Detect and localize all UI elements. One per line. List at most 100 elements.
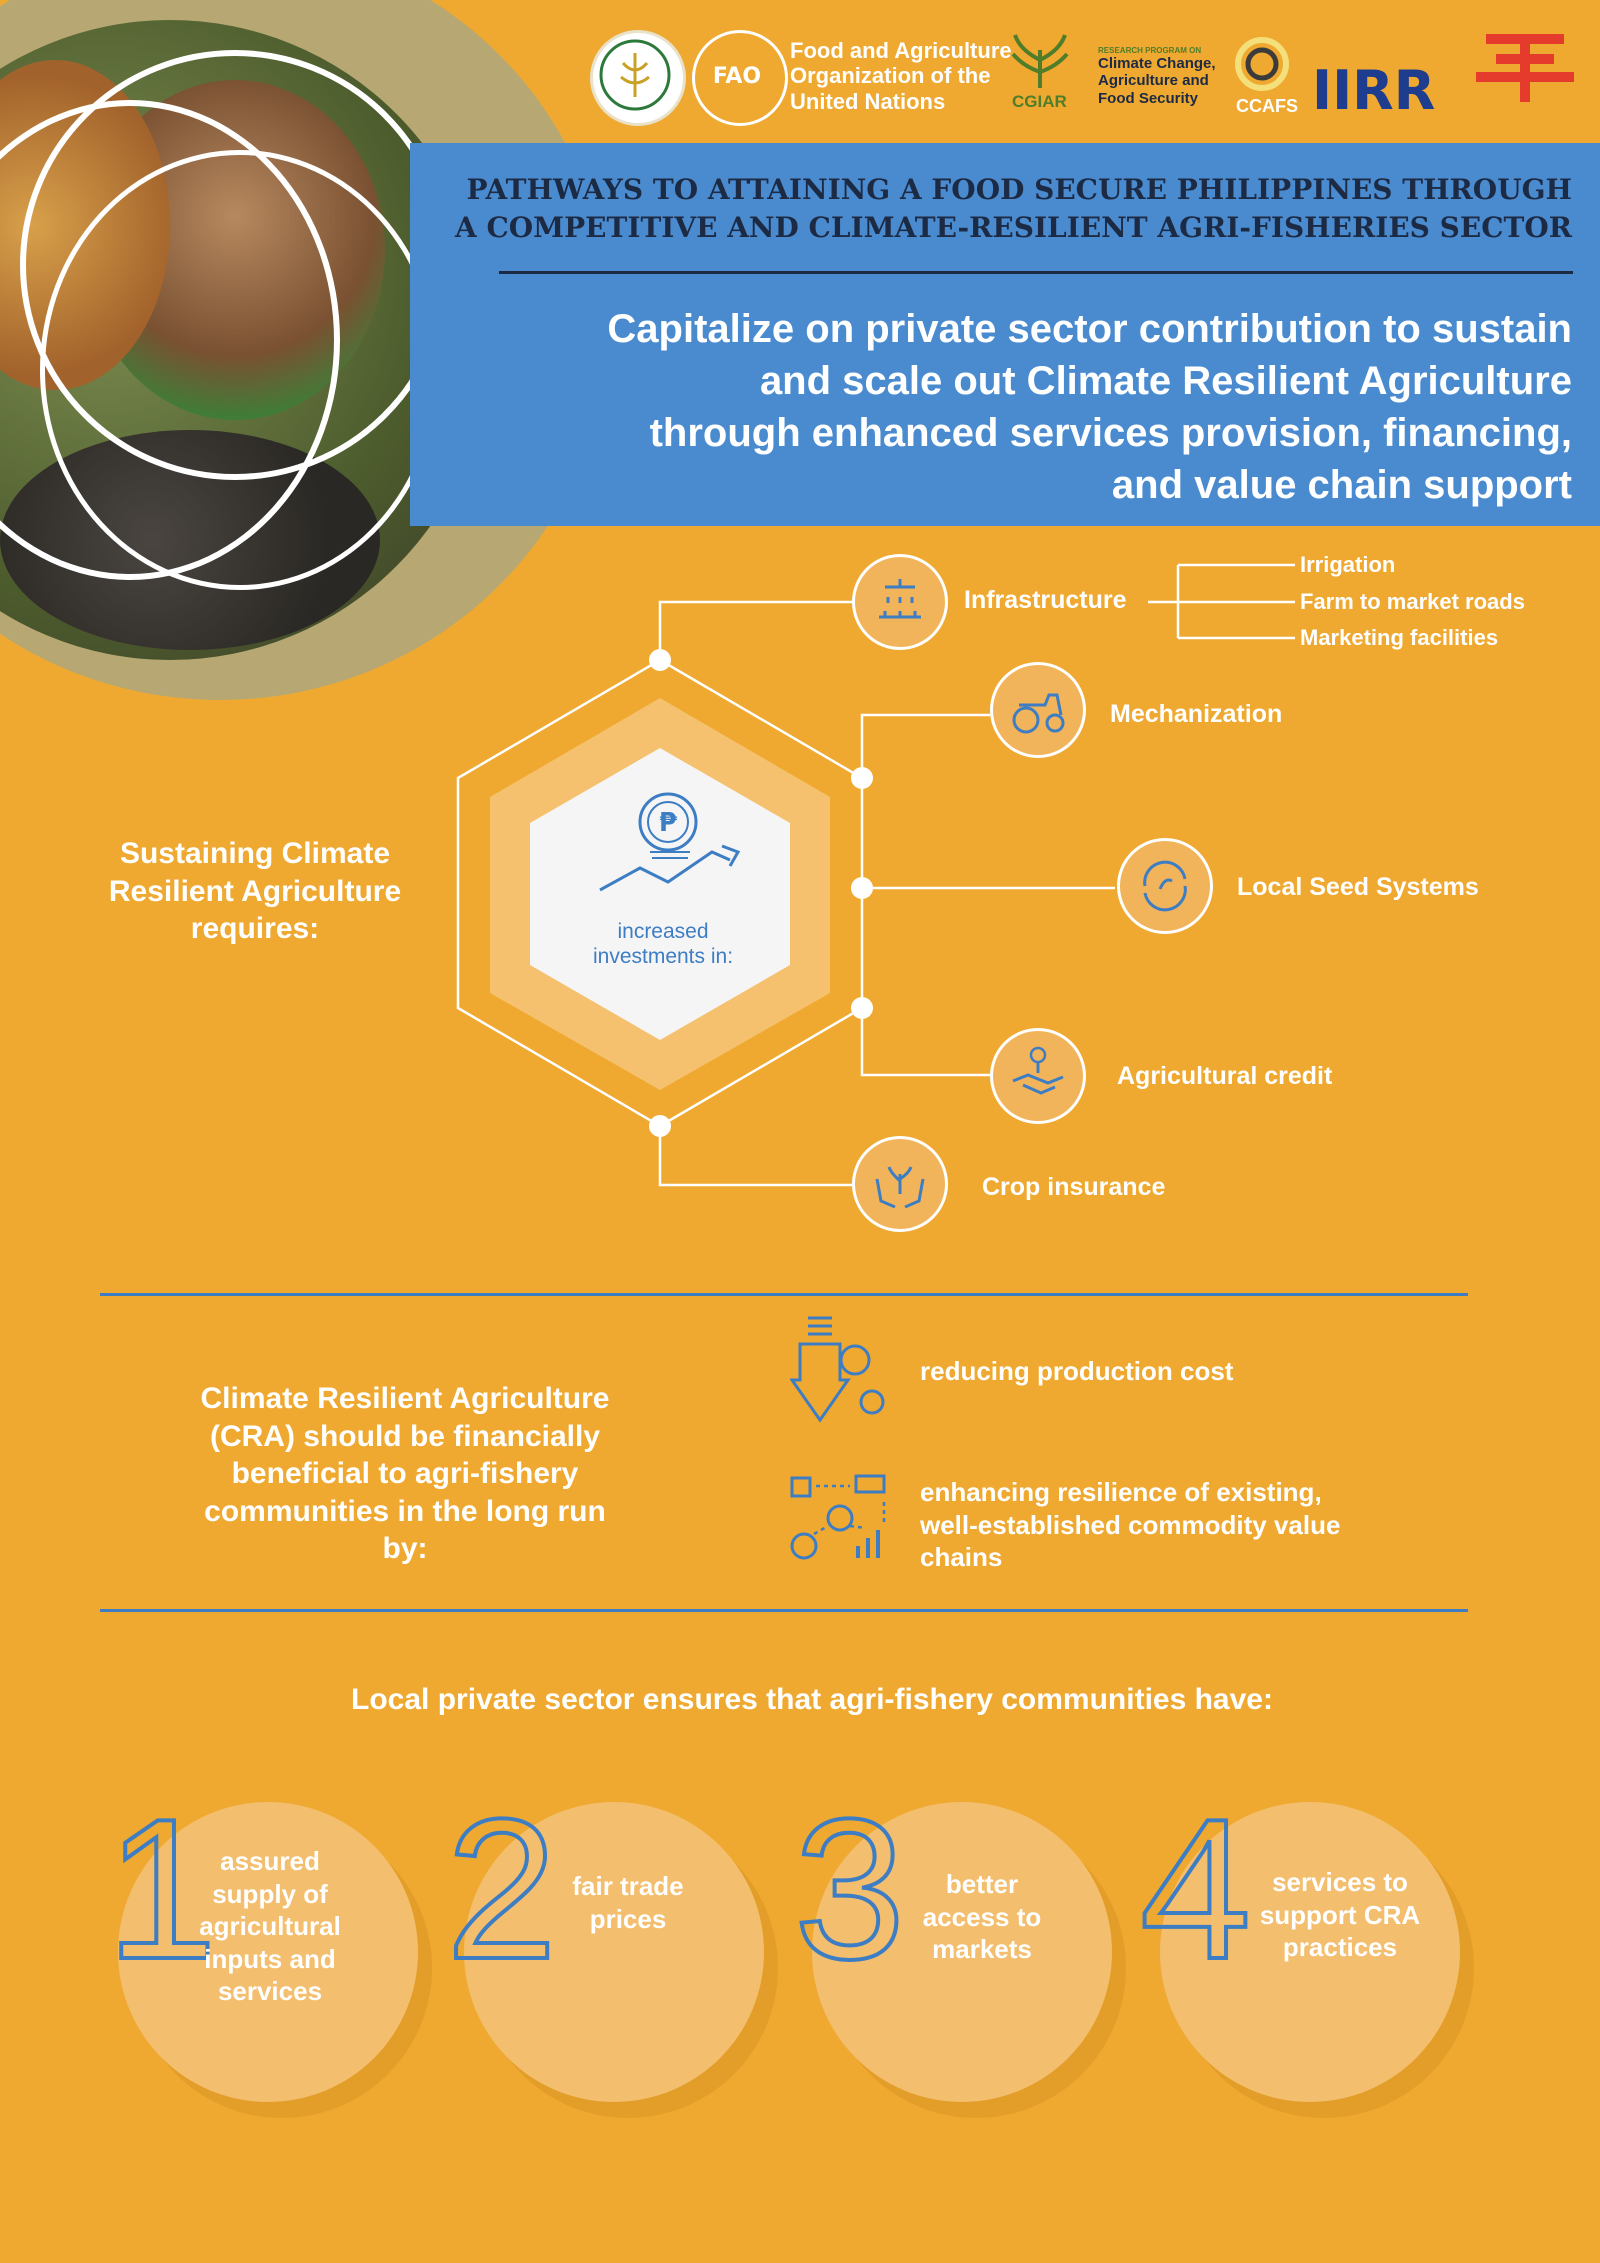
- item4-line3: practices: [1282, 1932, 1398, 1962]
- trend-arrow-icon: [599, 844, 741, 892]
- ccafs-swirl-icon: [1235, 37, 1289, 91]
- investment-insurance: Crop insurance: [982, 1173, 1166, 1201]
- node-top: [649, 649, 671, 671]
- investment-mechanization: Mechanization: [1110, 700, 1283, 728]
- investment-infrastructure: Infrastructure: [964, 586, 1127, 614]
- item4-line1: services to: [1272, 1867, 1408, 1897]
- private-sector-item-3: [812, 1802, 1112, 2102]
- department-of-agriculture-logo: [590, 30, 686, 126]
- connector-infra-sub: [1148, 563, 1295, 640]
- credit-icon-circle: [990, 1028, 1086, 1124]
- cra-line3: beneficial to agri-fishery: [231, 1457, 579, 1490]
- item-label-2: fair trade prices: [528, 1870, 728, 1935]
- item1-line3: agricultural: [199, 1911, 341, 1941]
- connector-credit: [860, 1008, 990, 1077]
- private-sector-heading: Local private sector ensures that agri-f…: [351, 1683, 1273, 1716]
- item2-line1: fair trade: [572, 1871, 684, 1901]
- item-label-4: services to support CRA practices: [1230, 1866, 1450, 1964]
- subtitle-line4: and value chain support: [1111, 463, 1572, 507]
- seed-cycle-icon: [1143, 860, 1187, 912]
- svg-text:₱: ₱: [659, 808, 678, 838]
- investment-credit: Agricultural credit: [1117, 1062, 1333, 1090]
- node-bottom-right: [851, 997, 873, 1019]
- infra-sub-irrigation: Irrigation: [1300, 552, 1396, 577]
- peso-coin-icon: ₱: [638, 792, 698, 859]
- item-number-2: 2: [444, 1778, 559, 2001]
- item-number-3: 3: [792, 1778, 907, 2001]
- item1-line2: supply of: [212, 1878, 328, 1909]
- iirr-label: IIRR: [1312, 59, 1436, 122]
- cra-line2: (CRA) should be financially: [209, 1419, 601, 1453]
- item-label-1: assured supply of agricultural inputs an…: [170, 1845, 370, 2008]
- ccafs-line3: Food Security: [1098, 89, 1199, 107]
- benefit-value-chains: enhancing resilience of existing, well-e…: [920, 1476, 1340, 1574]
- ccafs-line2: Agriculture and: [1098, 72, 1209, 90]
- subtitle-line3: through enhanced services provision, fin…: [649, 411, 1572, 455]
- divider-top: [100, 1293, 1468, 1296]
- iirr-emblem-icon: [1476, 34, 1574, 102]
- divider-bottom: [100, 1609, 1468, 1612]
- cgiar-leaf-icon: [1011, 34, 1069, 88]
- irrigation-icon: [879, 579, 921, 619]
- subtitle-line2: and scale out Climate Resilient Agricult…: [759, 359, 1572, 403]
- item-number-4: 4: [1138, 1778, 1253, 2001]
- cra-line1: Climate Resilient Agriculture: [200, 1382, 610, 1415]
- inner-hexagon: [530, 748, 790, 1040]
- private-sector-item-4: [1160, 1802, 1460, 2102]
- item3-line2: access to: [922, 1901, 1042, 1932]
- item2-line2: prices: [589, 1903, 667, 1934]
- node-top-right: [851, 767, 873, 789]
- infra-sub-roads: Farm to market roads: [1300, 589, 1525, 614]
- cra-line5: by:: [382, 1532, 428, 1565]
- node-bottom: [649, 1115, 671, 1137]
- item3-line1: better: [945, 1869, 1019, 1899]
- svg-text:FAO: FAO: [713, 64, 761, 89]
- hands-plant-icon: [875, 1166, 925, 1209]
- benefit2-line3: chains: [920, 1542, 1003, 1572]
- tractor-icon: [1012, 693, 1065, 734]
- cra-statement: Climate Resilient Agriculture (CRA) shou…: [160, 1380, 650, 1568]
- center-label-line1: increased: [617, 920, 709, 943]
- ccafs-line1: Climate Change,: [1098, 55, 1216, 73]
- infra-sub-marketing: Marketing facilities: [1300, 625, 1499, 650]
- item1-line1: assured: [220, 1846, 320, 1876]
- investment-diagram: ₱: [456, 563, 1295, 1187]
- seed-systems-icon-circle: [1117, 838, 1213, 934]
- item-number-1: 1: [104, 1778, 219, 2001]
- fao-name: Food and Agriculture Organization of the…: [790, 38, 1012, 114]
- center-label-line2: investments in:: [592, 945, 734, 969]
- requires-line1: Sustaining Climate: [119, 837, 391, 870]
- page-title: PATHWAYS TO ATTAINING A FOOD SECURE PHIL…: [422, 171, 1572, 247]
- cra-line4: communities in the long run: [204, 1494, 606, 1528]
- connector-infrastructure: [658, 600, 852, 660]
- center-label: increased investments in:: [560, 919, 766, 969]
- value-chain-icon: [790, 1474, 886, 1560]
- requires-line2: Resilient Agriculture: [108, 874, 402, 908]
- item4-line2: support CRA: [1259, 1899, 1421, 1930]
- header-banner: PATHWAYS TO ATTAINING A FOOD SECURE PHIL…: [410, 143, 1600, 526]
- connector-insurance: [658, 1126, 852, 1187]
- mechanization-icon-circle: [990, 662, 1086, 758]
- ccafs-program: RESEARCH PROGRAM ON Climate Change, Agri…: [1098, 46, 1216, 107]
- insurance-icon-circle: [852, 1136, 948, 1232]
- fao-logo: FAO: [692, 30, 788, 126]
- private-sector-item-2: [464, 1802, 764, 2102]
- fao-name-line3: United Nations: [790, 88, 946, 114]
- page-title-line2: A COMPETITIVE AND CLIMATE-RESILIENT AGRI…: [454, 210, 1572, 244]
- title-underline: [499, 271, 1573, 274]
- photo-collage: [0, 0, 600, 700]
- cgiar-label: CGIAR: [1012, 92, 1067, 111]
- handshake-icon: [1012, 1046, 1064, 1095]
- infrastructure-icon-circle: [852, 554, 948, 650]
- cost-reduction-icon: [790, 1316, 885, 1423]
- ccafs-label: CCAFS: [1236, 96, 1298, 116]
- page-subtitle: Capitalize on private sector contributio…: [422, 303, 1572, 511]
- investment-seed-systems: Local Seed Systems: [1237, 873, 1479, 901]
- item1-line5: services: [217, 1976, 323, 2006]
- item-label-3: better access to markets: [882, 1868, 1082, 1966]
- requires-label: Sustaining Climate Resilient Agriculture…: [85, 835, 425, 948]
- benefit-reducing-cost: reducing production cost: [920, 1356, 1234, 1386]
- benefit2-line1: enhancing resilience of existing,: [920, 1477, 1322, 1507]
- requires-line3: requires:: [190, 912, 320, 945]
- subtitle-line1: Capitalize on private sector contributio…: [607, 307, 1572, 351]
